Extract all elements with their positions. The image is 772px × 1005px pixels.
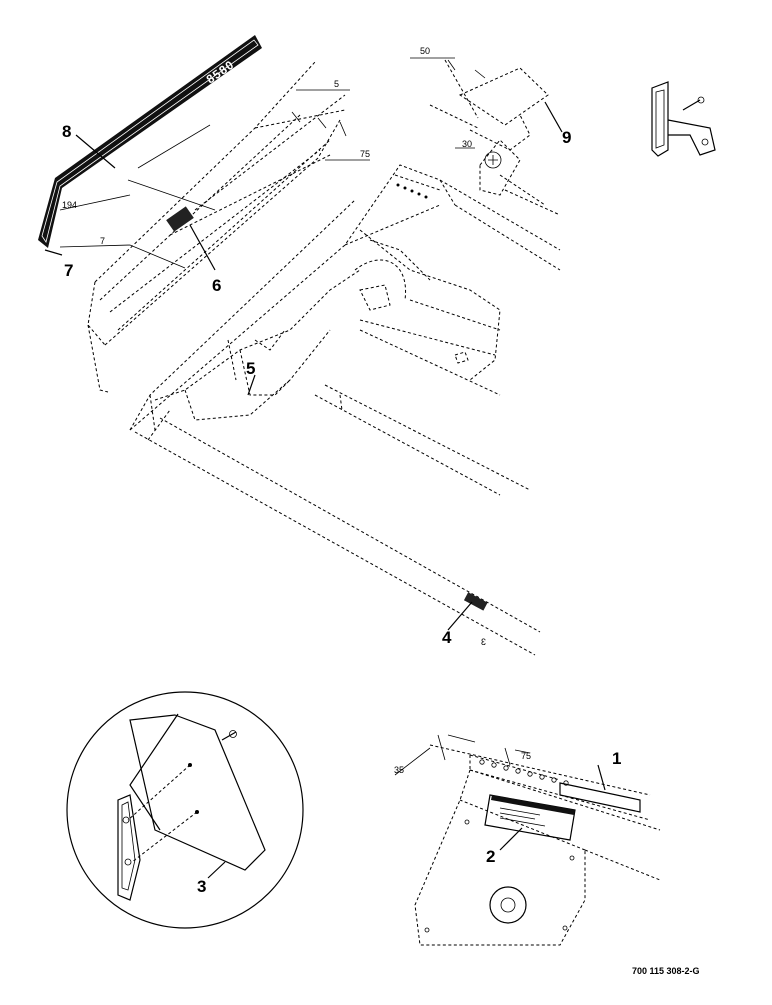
perforation-row (479, 759, 569, 786)
callout-numbers: 1 2 3 4 5 6 7 8 9 (62, 122, 621, 896)
small-bracket (651, 81, 716, 157)
dim-35: 35 (394, 765, 404, 775)
leader-lines (44, 101, 606, 879)
dim-30: 30 (462, 139, 472, 149)
axle-tube (134, 384, 541, 656)
hood-shield (87, 61, 346, 393)
dim-50: 50 (420, 46, 430, 56)
callout-4: 4 (442, 628, 452, 647)
callout-8: 8 (62, 122, 71, 141)
callout-2: 2 (486, 847, 495, 866)
dimension-lines (59, 57, 531, 776)
callout-1: 1 (612, 749, 621, 768)
detail-panel-1-2 (414, 744, 661, 946)
callout-3: 3 (197, 877, 206, 896)
detail-circle-3 (66, 691, 304, 929)
callout-5: 5 (246, 359, 255, 378)
dim-75-top: 75 (360, 149, 370, 159)
decal-strip: CASE INTERNATIONAL 8580 (38, 35, 262, 248)
label-decal-6 (166, 206, 194, 232)
reference-number: 700 115 308-2-G (632, 966, 700, 976)
callout-9: 9 (562, 128, 571, 147)
mirrored-glyph: 3 (481, 637, 486, 647)
callout-7: 7 (64, 261, 73, 280)
tube-decal-4 (463, 592, 488, 611)
dimension-labels: 50 30 75 5 194 7 35 75 (62, 46, 531, 775)
callout-6: 6 (212, 276, 221, 295)
dim-7: 7 (100, 236, 105, 246)
main-frame (129, 164, 561, 431)
dim-194: 194 (62, 200, 77, 210)
decal-text-main: CASE INTERNATIONAL (74, 99, 206, 198)
dim-5: 5 (334, 79, 339, 89)
gearbox-assembly (429, 59, 561, 216)
dim-75-detail: 75 (521, 751, 531, 761)
